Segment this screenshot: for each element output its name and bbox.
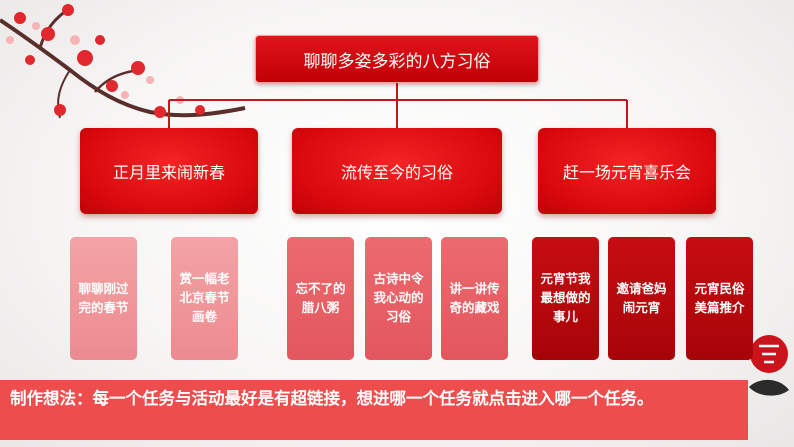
task-card[interactable]: 聊聊刚过完的春节 [70,237,137,360]
category-label: 正月里来闹新春 [112,163,225,182]
task-label: 聊聊刚过完的春节 [78,280,129,315]
task-card[interactable]: 邀请爸妈闹元宵 [608,237,675,360]
task-card[interactable]: 讲一讲传奇的藏戏 [441,237,508,360]
task-label: 元宵民俗美篇推介 [694,280,745,315]
category-customs[interactable]: 流传至今的习俗 [292,128,502,214]
root-node[interactable]: 聊聊多姿多彩的八方习俗 [255,35,539,83]
design-note-text: 制作想法：每一个任务与活动最好是有超链接，想进哪一个任务就点击进入哪一个任务。 [10,389,654,408]
task-label: 元宵节我最想做的事儿 [540,271,591,324]
category-label: 赶一场元宵喜乐会 [562,163,691,182]
task-card[interactable]: 古诗中令我心动的习俗 [365,237,432,360]
category-label: 流传至今的习俗 [340,163,453,182]
task-label: 古诗中令我心动的习俗 [373,271,424,324]
task-label: 忘不了的腊八粥 [295,280,346,315]
design-note: 制作想法：每一个任务与活动最好是有超链接，想进哪一个任务就点击进入哪一个任务。 [0,380,748,440]
task-label: 讲一讲传奇的藏戏 [449,280,500,315]
task-card[interactable]: 元宵节我最想做的事儿 [532,237,599,360]
task-label: 赏一幅老北京春节画卷 [179,271,230,324]
category-lantern-festival[interactable]: 赶一场元宵喜乐会 [538,128,716,214]
task-card[interactable]: 忘不了的腊八粥 [287,237,354,360]
task-label: 邀请爸妈闹元宵 [616,280,667,315]
task-card[interactable]: 赏一幅老北京春节画卷 [171,237,238,360]
root-label: 聊聊多姿多彩的八方习俗 [303,51,491,72]
task-card[interactable]: 元宵民俗美篇推介 [686,237,753,360]
category-spring-festival[interactable]: 正月里来闹新春 [80,128,258,214]
calligraphy-seal-icon [749,335,789,396]
plum-blossom-branch-icon [0,4,246,119]
